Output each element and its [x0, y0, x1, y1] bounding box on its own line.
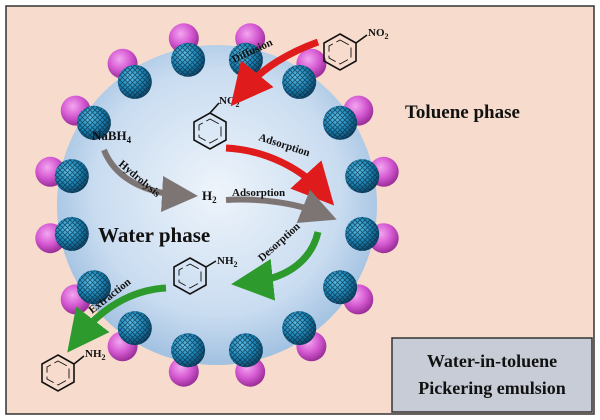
- janus-particle: [282, 48, 327, 99]
- mesh-texture: [171, 42, 206, 77]
- adsorption-red-arrow: [225, 144, 335, 206]
- mesh-texture: [323, 105, 358, 140]
- janus-particle: [168, 333, 206, 387]
- janus-particle: [323, 270, 374, 315]
- h2-label: H2: [202, 188, 217, 205]
- toluene-phase-label: Toluene phase: [405, 102, 520, 123]
- benzene-ring-icon: [193, 112, 227, 150]
- hydrolysis-arrow: [101, 148, 198, 212]
- mesh-texture: [282, 311, 317, 346]
- janus-particle: [345, 156, 399, 194]
- title-box: Water-in-toluene Pickering emulsion: [391, 337, 593, 413]
- mesh-texture: [54, 216, 89, 251]
- mesh-texture: [345, 216, 380, 251]
- mesh-texture: [282, 64, 317, 99]
- water-droplet: [57, 45, 377, 365]
- janus-particle: [168, 23, 206, 77]
- mesh-texture: [228, 333, 263, 368]
- janus-particle: [35, 156, 89, 194]
- extraction-arrow: [67, 284, 167, 353]
- janus-particle: [60, 95, 111, 140]
- mesh-texture: [76, 270, 111, 305]
- nabh4-label: NaBH4: [92, 128, 132, 145]
- desorption-arrow: [231, 231, 322, 301]
- diffusion-arrow: [230, 38, 320, 107]
- mesh-texture: [171, 333, 206, 368]
- benzene-ring-inner-icon: [328, 39, 352, 65]
- mesh-texture: [117, 64, 152, 99]
- janus-particle: [35, 216, 89, 254]
- benzene-ring-inner-icon: [178, 263, 202, 289]
- benzene-ring-inner-icon: [198, 118, 222, 144]
- mesh-texture: [54, 159, 89, 194]
- adsorption-gray-arrow: [225, 189, 337, 224]
- janus-particle: [282, 311, 327, 362]
- adsorption-mid-label: Adsorption: [232, 187, 285, 199]
- mesh-texture: [117, 311, 152, 346]
- janus-particle: [107, 311, 152, 362]
- title-line-2: Pickering emulsion: [418, 378, 566, 398]
- benzene-ring-inner-icon: [46, 360, 70, 386]
- water-phase-label: Water phase: [98, 223, 210, 247]
- title-line-1: Water-in-toluene: [427, 351, 557, 371]
- nitro-group-label: NO2: [368, 27, 389, 41]
- janus-particle: [345, 216, 399, 254]
- mesh-texture: [345, 159, 380, 194]
- mesh-texture: [323, 270, 358, 305]
- janus-particle-ring: [35, 23, 399, 387]
- janus-particle: [323, 95, 374, 140]
- mesh-texture: [76, 105, 111, 140]
- janus-particle: [228, 333, 266, 387]
- janus-particle: [107, 48, 152, 99]
- nitrobenzene-outside: NO2: [323, 27, 389, 71]
